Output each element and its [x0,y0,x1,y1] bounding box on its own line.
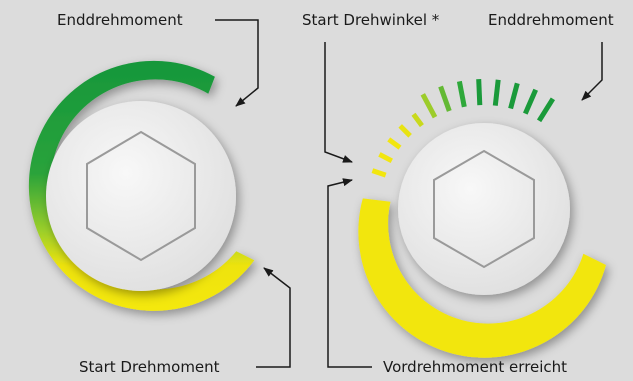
right-label-enddrehmoment: Enddrehmoment [488,11,614,29]
right-arrow-start-drehwinkel [324,42,353,163]
angle-tick [492,79,501,106]
angle-tick [420,93,438,119]
angle-tick [398,124,412,138]
right-pretorque-ring [358,198,606,358]
angle-tick [371,168,387,178]
angle-tick [508,82,520,110]
right-hex-socket-icon [433,149,535,269]
right-arrow-vordrehmoment [327,178,372,368]
right-label-start-drehwinkel: Start Drehwinkel * [302,11,440,29]
angle-tick [387,137,402,150]
angle-tick [378,152,393,164]
angle-tick [456,80,467,108]
angle-tick [438,85,452,112]
right-label-vordrehmoment: Vordrehmoment erreicht [383,358,567,376]
right-bolt-head [398,123,570,295]
left-arrow-enddrehmoment [215,19,259,107]
right-angle-ticks [371,78,556,178]
left-hex-socket-icon [86,130,196,262]
left-bolt-head [46,101,236,291]
right-diagram: Start Drehwinkel * Enddrehmoment Vordreh… [302,11,614,376]
right-arrow-enddrehmoment [581,42,603,101]
angle-tick [523,88,538,115]
angle-tick [536,97,556,123]
left-arrow-start-drehmoment [256,267,291,368]
left-diagram: Enddrehmoment Start Drehmoment [28,11,291,376]
left-label-start-drehmoment: Start Drehmoment [79,358,220,376]
angle-tick [411,112,424,128]
left-label-enddrehmoment: Enddrehmoment [57,11,183,29]
angle-tick [476,78,483,106]
